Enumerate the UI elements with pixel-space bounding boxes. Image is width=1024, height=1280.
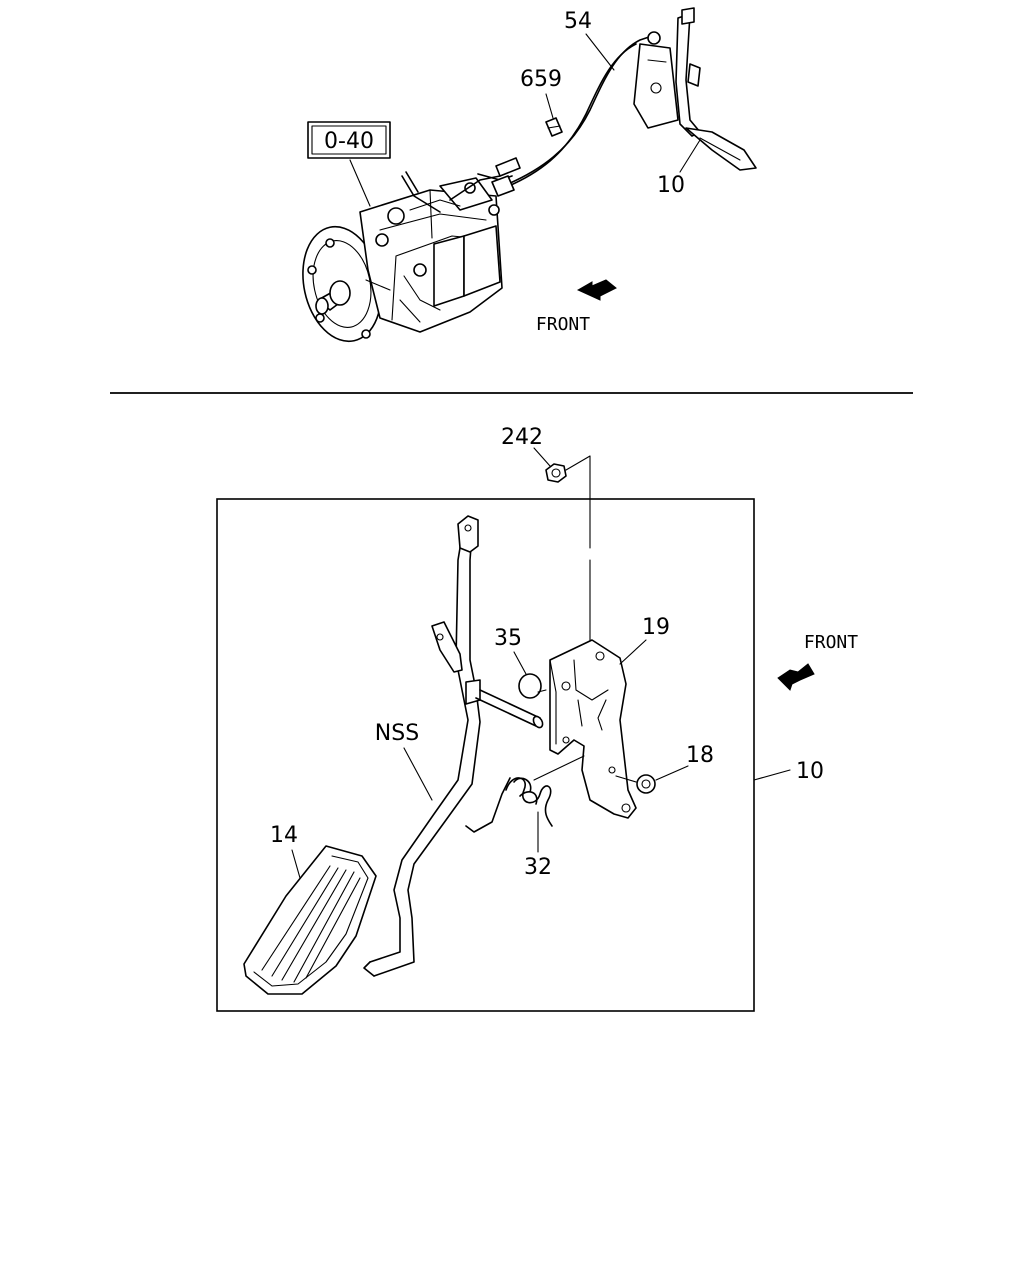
leader-line-10-bottom bbox=[753, 769, 791, 781]
leader-line-659 bbox=[545, 93, 554, 119]
leader-line-18 bbox=[655, 765, 689, 781]
front-arrow-icon bbox=[576, 279, 617, 301]
reference-box-label: 0-40 bbox=[324, 129, 374, 154]
top-section: 0-40 54 659 10 bbox=[302, 7, 757, 343]
leader-line-10-top bbox=[679, 139, 701, 173]
label-18: 18 bbox=[686, 743, 714, 768]
label-242: 242 bbox=[501, 425, 543, 450]
label-10-bottom: 10 bbox=[796, 759, 824, 784]
pedal-pad-14 bbox=[243, 845, 377, 995]
washer-18 bbox=[615, 774, 656, 794]
pedal-lever bbox=[363, 515, 481, 977]
label-32: 32 bbox=[524, 855, 552, 880]
pedal-assembly-mini bbox=[633, 7, 757, 171]
leader-line-14 bbox=[291, 849, 301, 879]
pivot-shaft bbox=[475, 689, 544, 729]
leader-line-19 bbox=[619, 639, 647, 665]
leader-line-242 bbox=[533, 447, 551, 467]
label-35: 35 bbox=[494, 626, 522, 651]
leader-line-35 bbox=[513, 651, 527, 675]
label-659: 659 bbox=[520, 67, 562, 92]
nut-242 bbox=[545, 455, 591, 665]
label-54: 54 bbox=[564, 9, 592, 34]
leader-line-0-40 bbox=[349, 159, 371, 207]
front-arrow-top bbox=[576, 279, 617, 301]
front-label-top: FRONT bbox=[536, 314, 590, 335]
front-arrow-icon bbox=[777, 663, 815, 691]
accelerator-cable bbox=[491, 31, 661, 197]
spring-32 bbox=[465, 755, 585, 833]
cap-35 bbox=[518, 673, 547, 699]
label-10-top: 10 bbox=[657, 173, 685, 198]
bracket-19 bbox=[549, 639, 637, 819]
assembly-frame bbox=[216, 498, 755, 1012]
injection-pump-illustration bbox=[302, 157, 521, 343]
cable-clip bbox=[545, 117, 563, 137]
label-NSS: NSS bbox=[375, 721, 419, 746]
bottom-section: 242 NSS 35 bbox=[216, 425, 858, 1012]
label-19: 19 bbox=[642, 615, 670, 640]
reference-box-0-40: 0-40 bbox=[307, 121, 391, 207]
leader-line-54 bbox=[585, 33, 615, 71]
label-14: 14 bbox=[270, 823, 298, 848]
leader-line-NSS bbox=[403, 747, 433, 801]
front-label-bottom: FRONT bbox=[804, 632, 858, 653]
